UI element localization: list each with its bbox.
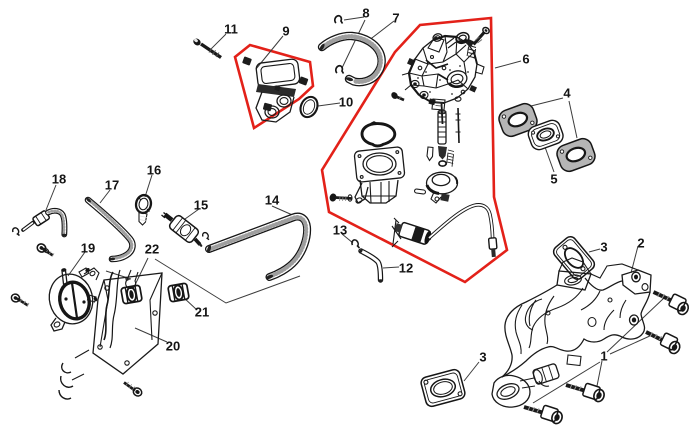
svg-text:17: 17	[105, 178, 119, 193]
svg-text:7: 7	[392, 11, 399, 26]
svg-text:10: 10	[339, 95, 353, 110]
svg-text:2: 2	[637, 236, 644, 251]
svg-text:3: 3	[600, 240, 607, 255]
svg-text:20: 20	[166, 339, 180, 354]
svg-text:12: 12	[399, 261, 413, 276]
svg-text:18: 18	[52, 172, 66, 187]
svg-text:22: 22	[145, 242, 159, 257]
svg-text:3: 3	[479, 350, 486, 365]
svg-text:16: 16	[147, 163, 161, 178]
svg-text:11: 11	[224, 22, 238, 37]
svg-text:19: 19	[81, 241, 95, 256]
svg-text:9: 9	[282, 24, 289, 39]
svg-text:21: 21	[195, 305, 209, 320]
svg-text:6: 6	[522, 52, 529, 67]
svg-text:14: 14	[265, 193, 280, 208]
svg-text:15: 15	[194, 198, 208, 213]
svg-text:8: 8	[362, 6, 369, 21]
svg-text:13: 13	[333, 223, 347, 238]
svg-text:4: 4	[563, 86, 571, 101]
svg-text:1: 1	[600, 349, 607, 364]
svg-text:5: 5	[550, 172, 557, 187]
